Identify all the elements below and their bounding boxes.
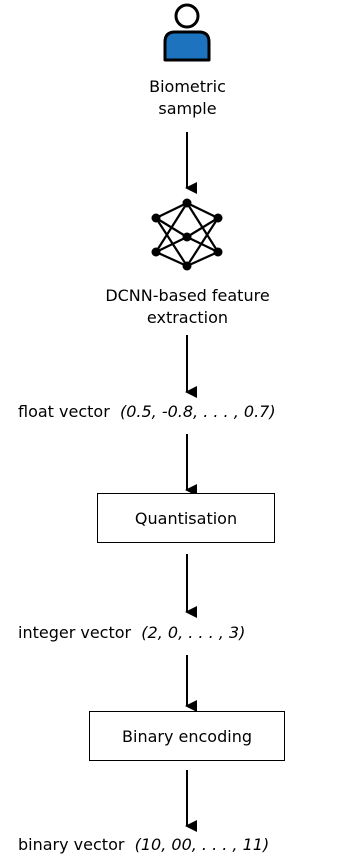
binary-vector-row: binary vector (10, 00, . . . , 11): [18, 835, 269, 855]
integer-vector-row: integer vector (2, 0, . . . , 3): [18, 623, 245, 643]
biometric-sample-line2: sample: [158, 99, 217, 118]
dcnn-label-line1: DCNN-based feature: [105, 286, 270, 305]
binary-vector-label: binary vector: [18, 835, 125, 854]
dcnn-label: DCNN-based feature extraction: [16, 285, 343, 329]
person-icon: [163, 3, 211, 62]
float-vector-label: float vector: [18, 402, 110, 421]
integer-vector-label: integer vector: [18, 623, 132, 642]
dcnn-label-line2: extraction: [146, 308, 229, 327]
biometric-sample-label: Biometric sample: [16, 76, 343, 120]
binary-vector-value: (10, 00, . . . , 11): [134, 835, 270, 854]
biometric-sample-line1: Biometric: [149, 77, 226, 96]
float-vector-row: float vector (0.5, -0.8, . . . , 0.7): [18, 402, 276, 422]
binary-encoding-box: Binary encoding: [89, 711, 285, 761]
integer-vector-value: (2, 0, . . . , 3): [141, 623, 246, 642]
float-vector-value: (0.5, -0.8, . . . , 0.7): [119, 402, 276, 421]
neural-network-icon: [151, 198, 223, 271]
quantisation-label: Quantisation: [134, 508, 238, 528]
binary-encoding-label: Binary encoding: [122, 726, 252, 746]
quantisation-box: Quantisation: [97, 493, 275, 543]
